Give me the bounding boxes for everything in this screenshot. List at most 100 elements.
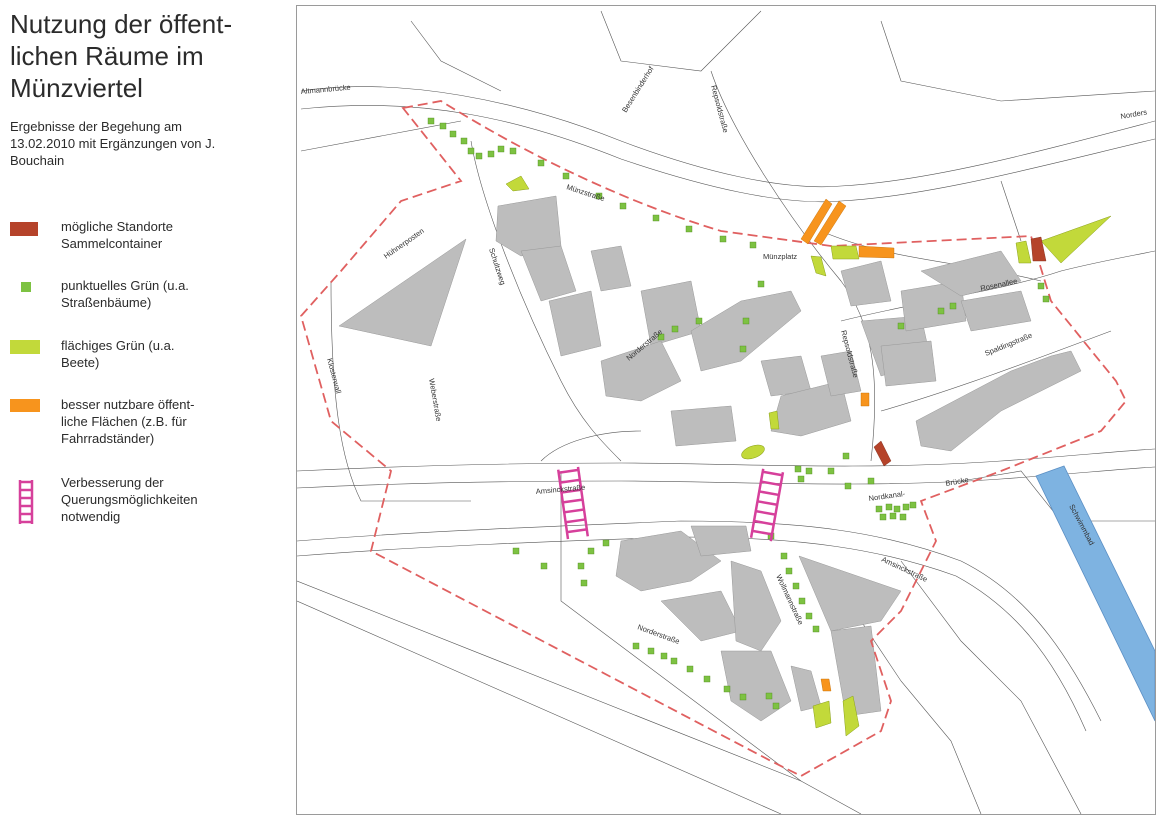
tree-marker (749, 241, 757, 249)
map-subtitle: Ergebnisse der Begehung am 13.02.2010 mi… (10, 119, 216, 168)
tree-marker (580, 579, 588, 587)
tree-marker (577, 562, 585, 570)
tree-marker (439, 122, 447, 130)
tree-marker (812, 625, 820, 633)
tree-marker (739, 693, 747, 701)
buildings (338, 195, 1082, 722)
street-label: Hühnerposten (382, 226, 426, 260)
legend-label-container: mögliche Standorte Sammelcontainer (61, 219, 174, 251)
tree-marker (695, 317, 703, 325)
container-sites (873, 236, 1047, 467)
canal-water (1035, 465, 1155, 722)
tree-marker (949, 302, 957, 310)
tree-marker (1042, 295, 1050, 303)
tree-marker (875, 505, 883, 513)
tree-marker (757, 280, 765, 288)
tree-marker (660, 652, 668, 660)
tree-marker (889, 512, 897, 520)
tree-marker (842, 452, 850, 460)
tree-marker (879, 513, 887, 521)
street-label: Klosterwall (325, 357, 343, 395)
street-trees (427, 117, 1050, 710)
street-label: Norderstraße (636, 622, 681, 646)
street-label: Nordkanal- (868, 489, 906, 503)
crossing-markers (556, 466, 785, 542)
tree-marker (619, 202, 627, 210)
legend-label-public-space: besser nutzbare öffent- liche Flächen (z… (61, 397, 195, 446)
tree-marker (652, 214, 660, 222)
street-label: Weberstraße (427, 378, 443, 422)
street-label: Amsinckstraße (535, 483, 585, 496)
tree-marker (742, 317, 750, 325)
legend-label-green-area: flächiges Grün (u.a. Beete) (61, 338, 175, 370)
tree-marker (772, 702, 780, 710)
tree-marker (780, 552, 788, 560)
tree-marker (647, 647, 655, 655)
tree-marker (537, 159, 545, 167)
tree-marker (897, 322, 905, 330)
tree-marker (487, 150, 495, 158)
tree-marker (632, 642, 640, 650)
tree-marker (719, 235, 727, 243)
street-label: Besenbinderhof (620, 64, 656, 114)
tree-marker (909, 501, 917, 509)
street-label: Norders (1120, 107, 1148, 121)
tree-marker (797, 475, 805, 483)
legend-panel: Nutzung der öffent- lichen Räume im Münz… (10, 8, 280, 169)
tree-marker (703, 675, 711, 683)
tree-marker (467, 147, 475, 155)
tree-marker (844, 482, 852, 490)
street-label: Spaldingstraße (983, 331, 1033, 358)
tree-marker (686, 665, 694, 673)
tree-marker (794, 465, 802, 473)
tree-marker (792, 582, 800, 590)
tree-marker (427, 117, 435, 125)
legend-label-green-point: punktuelles Grün (u.a. Straßenbäume) (61, 278, 189, 310)
tree-marker (893, 505, 901, 513)
tree-marker (867, 477, 875, 485)
green-areas (505, 175, 1112, 737)
tree-marker (460, 137, 468, 145)
tree-marker (671, 325, 679, 333)
tree-marker (1037, 282, 1045, 290)
tree-marker (885, 503, 893, 511)
pink-ladder-icon (18, 480, 34, 524)
tree-marker (562, 172, 570, 180)
tree-marker (805, 467, 813, 475)
tree-marker (602, 539, 610, 547)
crossing-icon-amsinck-west (556, 466, 590, 540)
street-label: Münzplatz (763, 252, 797, 261)
tree-marker (657, 333, 665, 341)
tree-marker (765, 692, 773, 700)
street-network (297, 10, 1155, 814)
tree-marker (540, 562, 548, 570)
tree-marker (739, 345, 747, 353)
tree-marker (475, 152, 483, 160)
crossing-icon-amsinck-east (749, 468, 785, 542)
tree-marker (723, 685, 731, 693)
tree-marker (937, 307, 945, 315)
tree-marker (827, 467, 835, 475)
green-area-swatch-icon (10, 340, 40, 354)
tree-marker (595, 192, 603, 200)
public-space-areas (800, 198, 895, 692)
tree-marker (509, 147, 517, 155)
tree-marker (902, 503, 910, 511)
tree-marker (587, 547, 595, 555)
tree-marker (449, 130, 457, 138)
map-title: Nutzung der öffent- lichen Räume im Münz… (10, 9, 233, 103)
map[interactable]: Altmannbrücke Besenbinderhof Repsoldstra… (296, 5, 1156, 815)
map-canvas: Altmannbrücke Besenbinderhof Repsoldstra… (297, 10, 1155, 814)
tree-marker (685, 225, 693, 233)
street-label: Brücke (945, 475, 970, 488)
legend-label-crossing: Verbesserung der Querungsmöglichkeiten n… (61, 475, 198, 524)
tree-marker (899, 513, 907, 521)
tree-marker (798, 597, 806, 605)
orange-swatch-icon (10, 399, 40, 412)
green-dot-icon (21, 282, 31, 292)
tree-marker (512, 547, 520, 555)
tree-marker (497, 145, 505, 153)
street-label: Repsoldstraße (709, 84, 730, 133)
street-label: Altmannbrücke (300, 83, 351, 96)
tree-marker (785, 567, 793, 575)
